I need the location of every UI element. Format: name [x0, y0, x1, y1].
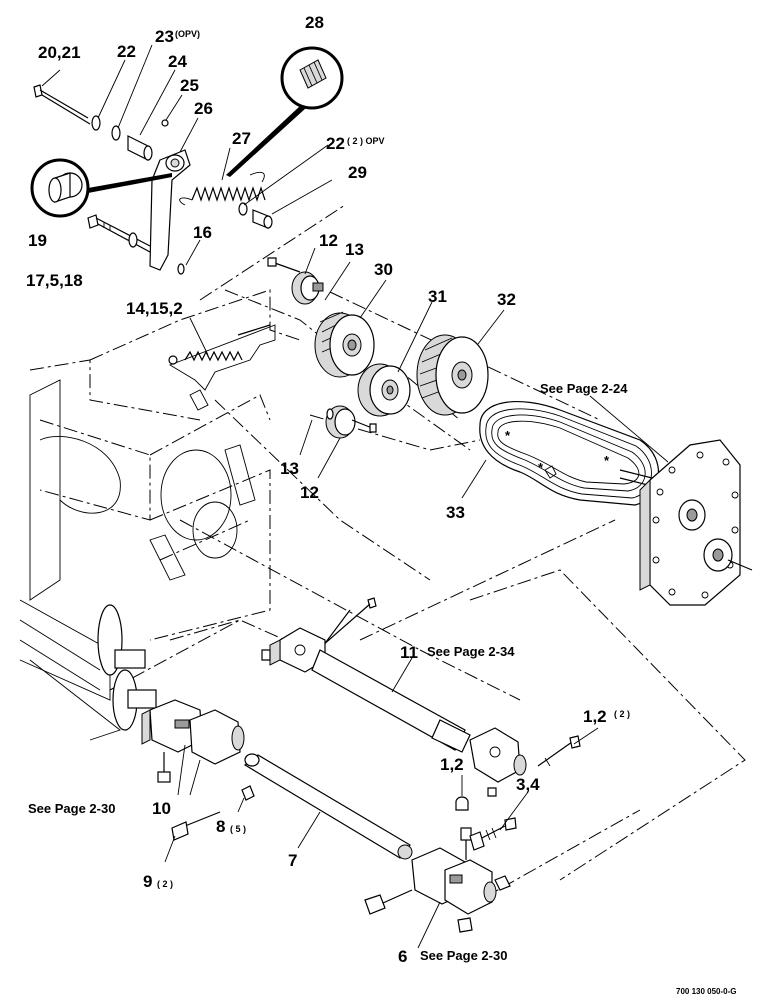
svg-text:*: *: [538, 460, 544, 475]
callout-3-4: 3,4: [516, 775, 540, 794]
callout-13a: 13: [345, 240, 364, 259]
callout-23: 23: [155, 27, 174, 46]
callout-16: 16: [193, 223, 212, 242]
svg-text:*: *: [604, 453, 610, 468]
callout-25: 25: [180, 76, 199, 95]
callout-10: 10: [152, 799, 171, 818]
callout-1-2a-sup: ( 2 ): [614, 709, 630, 719]
callout-6: 6: [398, 947, 407, 966]
gearbox: [619, 439, 753, 606]
callout-28: 28: [305, 13, 324, 32]
spring-bracket: [168, 324, 276, 411]
callout-9-sup: ( 2 ): [157, 879, 173, 889]
callout-7: 7: [288, 851, 297, 870]
pulley-stack: [267, 257, 601, 439]
callout-23-sup: (OPV): [175, 29, 200, 39]
callout-20-21: 20,21: [38, 43, 81, 62]
callout-1-2a: 1,2: [583, 707, 607, 726]
callout-8-sup: ( 5 ): [230, 824, 246, 834]
callout-30: 30: [374, 260, 393, 279]
callout-1-2b: 1,2: [440, 755, 464, 774]
page-ref-2-24: See Page 2-24: [540, 381, 628, 396]
callout-8: 8: [216, 817, 225, 836]
callout-11: 11: [400, 643, 418, 662]
callout-12b: 12: [300, 483, 319, 502]
callout-22a: 22: [117, 42, 136, 61]
callout-22b: 22: [326, 134, 345, 153]
leader-lines: [41, 44, 669, 949]
callout-19: 19: [28, 231, 47, 250]
lower-shaft-assembly: [141, 699, 517, 933]
callout-17-5-18: 17,5,18: [26, 271, 83, 290]
svg-text:*: *: [505, 428, 511, 443]
callout-31: 31: [428, 287, 447, 306]
callout-22b-sup: ( 2 ) OPV: [347, 136, 385, 146]
callout-9: 9: [143, 872, 152, 891]
pivot-arm-assembly: [30, 46, 344, 275]
page-ref-2-34: See Page 2-34: [427, 644, 515, 659]
page-ref-2-30a: See Page 2-30: [28, 801, 115, 816]
callout-13b: 13: [280, 459, 299, 478]
callout-27: 27: [232, 129, 251, 148]
callout-29: 29: [348, 163, 367, 182]
frame-housing: [29, 204, 746, 901]
drive-belt: * * *: [479, 400, 660, 506]
callout-labels: 20,21 22 23 (OPV) 24 25 26 27 28 22 ( 2 …: [26, 13, 737, 996]
callout-24: 24: [168, 52, 187, 71]
callout-26: 26: [194, 99, 213, 118]
callout-12a: 12: [319, 231, 338, 250]
callout-33: 33: [446, 503, 465, 522]
callout-32: 32: [497, 290, 516, 309]
figure-code: 700 130 050-0-G: [676, 987, 737, 996]
callout-14-15-2: 14,15,2: [126, 299, 183, 318]
page-ref-2-30b: See Page 2-30: [420, 948, 507, 963]
roller-hub: [19, 599, 157, 741]
drive-shaft-11: [261, 597, 581, 797]
